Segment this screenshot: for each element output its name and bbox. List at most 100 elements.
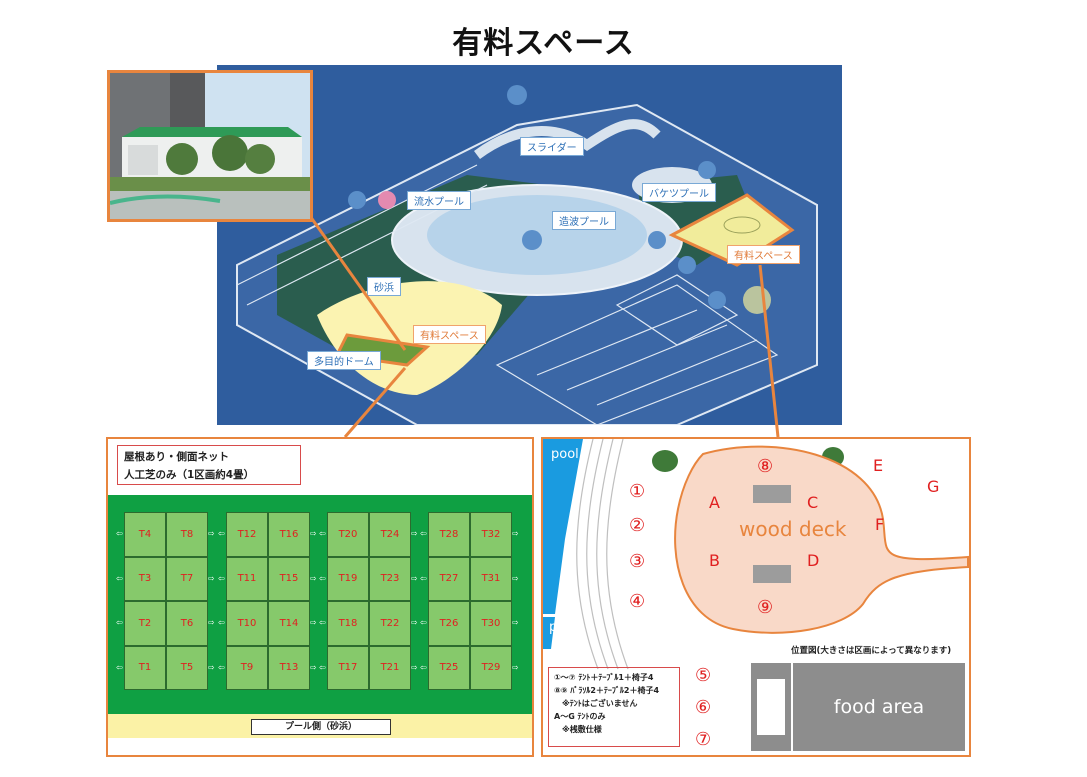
tent-cell: T16 — [268, 512, 310, 557]
tent-cell: T19 — [327, 556, 369, 601]
entrance-arrow-right: ⇨ — [411, 618, 418, 627]
tent-cell: T3 — [124, 556, 166, 601]
area-letter-a: A — [709, 493, 720, 512]
entrance-arrow-right: ⇨ — [512, 573, 519, 583]
tent-area-note: 屋根あり・側面ネット 人工芝のみ（1区画約4畳） — [117, 445, 301, 485]
position-note: 位置図(大きさは区画によって異なります) — [791, 646, 952, 656]
legend-line-4: A～G ﾃﾝﾄのみ — [554, 712, 606, 721]
tent-cell: T26 — [428, 601, 470, 646]
tent-cell: T27 — [428, 556, 470, 601]
area-number-1: ① — [629, 481, 646, 502]
tent-cell: T14 — [268, 601, 310, 646]
tent-cell: T23 — [369, 556, 411, 601]
tent-area-note-line1: 屋根あり・側面ネット — [124, 451, 229, 463]
tent-cell: T11 — [226, 556, 268, 601]
entrance-arrow-left: ⇦ — [218, 529, 225, 538]
tent-cell: T5 — [166, 645, 208, 690]
entrance-arrow-right: ⇨ — [411, 573, 418, 583]
legend-line-5: ※桟敷仕様 — [562, 725, 602, 734]
tent-cell: T21 — [369, 645, 411, 690]
entrance-arrow-right: ⇨ — [208, 529, 215, 538]
wood-deck-panel: pool pool ① ② ③ ④ ⑤ ⑥ ⑦ ⑧ ⑨ A B C D E F … — [541, 437, 971, 757]
map-label-paid-space-upper: 有料スペース — [727, 245, 800, 264]
tent-cell: T20 — [327, 512, 369, 557]
dome-photo-image — [110, 73, 310, 219]
tent-cell: T12 — [226, 512, 268, 557]
legend-line-2: ⑧⑨ ﾊﾟﾗｿﾙ2＋ﾃｰﾌﾞﾙ2＋椅子4 — [554, 686, 660, 695]
wood-deck-illustration — [543, 439, 969, 751]
dome-photo — [107, 70, 313, 222]
tent-cell: T17 — [327, 645, 369, 690]
pool-side-label: プール側（砂浜） — [251, 719, 391, 735]
entrance-arrow-left: ⇦ — [116, 573, 123, 583]
entrance-arrow-left: ⇦ — [116, 662, 123, 672]
entrance-arrow-left: ⇦ — [116, 618, 123, 627]
entrance-arrow-right: ⇨ — [310, 662, 317, 672]
entrance-arrow-left: ⇦ — [116, 529, 123, 538]
tent-cell: T29 — [470, 645, 512, 690]
seating-legend: ①～⑦ ﾃﾝﾄ＋ﾃｰﾌﾞﾙ1＋椅子4 ⑧⑨ ﾊﾟﾗｿﾙ2＋ﾃｰﾌﾞﾙ2＋椅子4 … — [548, 667, 680, 747]
entrance-arrow-right: ⇨ — [512, 529, 519, 538]
tent-cell: T32 — [470, 512, 512, 557]
entrance-arrow-left: ⇦ — [420, 529, 427, 538]
entrance-arrow-left: ⇦ — [319, 573, 326, 583]
legend-line-1: ①～⑦ ﾃﾝﾄ＋ﾃｰﾌﾞﾙ1＋椅子4 — [554, 673, 654, 682]
tent-cell: T13 — [268, 645, 310, 690]
entrance-arrow-right: ⇨ — [512, 662, 519, 672]
map-label-wave-pool: 造波プール — [552, 211, 616, 230]
entrance-arrow-left: ⇦ — [319, 662, 326, 672]
entrance-arrow-right: ⇨ — [208, 662, 215, 672]
tent-cell: T28 — [428, 512, 470, 557]
tent-cell: T8 — [166, 512, 208, 557]
area-number-7: ⑦ — [695, 729, 712, 750]
tent-cell: T4 — [124, 512, 166, 557]
map-label-sand-beach: 砂浜 — [367, 277, 401, 296]
area-letter-f: F — [875, 515, 885, 534]
entrance-arrow-right: ⇨ — [310, 573, 317, 583]
area-number-3: ③ — [629, 551, 646, 572]
tent-cell: T22 — [369, 601, 411, 646]
tent-cell: T1 — [124, 645, 166, 690]
area-letter-d: D — [807, 551, 820, 570]
tent-cell: T10 — [226, 601, 268, 646]
map-label-bucket-pool: バケツプール — [642, 183, 716, 202]
entrance-arrow-left: ⇦ — [420, 618, 427, 627]
tent-area-note-line2: 人工芝のみ（1区画約4畳） — [124, 469, 255, 481]
map-label-multi-dome: 多目的ドーム — [307, 351, 381, 370]
tent-cell: T2 — [124, 601, 166, 646]
tent-cell: T6 — [166, 601, 208, 646]
page-title: 有料スペース — [452, 26, 635, 61]
area-number-5: ⑤ — [695, 665, 712, 686]
tent-cell: T7 — [166, 556, 208, 601]
tent-cell: T9 — [226, 645, 268, 690]
tent-cell: T18 — [327, 601, 369, 646]
map-label-paid-space-lower: 有料スペース — [413, 325, 486, 344]
area-number-4: ④ — [629, 591, 646, 612]
pool-label-top: pool — [551, 447, 579, 462]
area-number-8: ⑧ — [757, 456, 774, 477]
entrance-arrow-left: ⇦ — [218, 618, 225, 627]
wood-deck-label: wood deck — [739, 517, 847, 541]
entrance-arrow-left: ⇦ — [420, 573, 427, 583]
entrance-arrow-right: ⇨ — [310, 529, 317, 538]
area-number-6: ⑥ — [695, 697, 712, 718]
entrance-arrow-left: ⇦ — [420, 662, 427, 672]
area-number-2: ② — [629, 515, 646, 536]
tent-cell: T31 — [470, 556, 512, 601]
aerial-map: スライダー 流水プール 造波プール バケツプール 有料スペース 砂浜 有料スペー… — [217, 65, 842, 425]
map-label-lazy-river: 流水プール — [407, 191, 471, 210]
entrance-arrow-right: ⇨ — [208, 618, 215, 627]
entrance-arrow-left: ⇦ — [218, 573, 225, 583]
entrance-arrow-right: ⇨ — [411, 662, 418, 672]
area-letter-c: C — [807, 493, 819, 512]
entrance-arrow-right: ⇨ — [208, 573, 215, 583]
tent-cell: T30 — [470, 601, 512, 646]
map-label-slider: スライダー — [520, 137, 584, 156]
entrance-arrow-right: ⇨ — [512, 618, 519, 627]
